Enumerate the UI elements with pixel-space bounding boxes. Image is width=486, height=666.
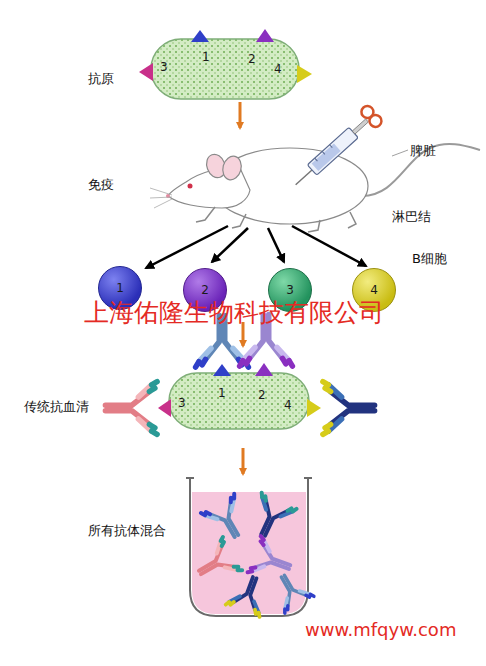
epitope-number: 4 (274, 62, 282, 76)
stage-label: 脾脏 (410, 142, 436, 160)
epitope-number: 1 (202, 50, 210, 64)
flow-arrow (239, 102, 242, 128)
antigen-capsule: 3 1 2 4 (168, 372, 310, 430)
watermark-text: www.mfqyw.com (305, 619, 456, 640)
epitope-number: 2 (248, 52, 256, 66)
stage-label: 免疫 (88, 176, 114, 194)
stage-label: 抗原 (88, 70, 114, 88)
syringe-symbol (288, 104, 384, 194)
immune-arrows (146, 226, 366, 268)
leader-line (392, 150, 408, 156)
epitope-number: 1 (218, 386, 226, 400)
test-tube (186, 478, 312, 616)
flow-arrow (242, 448, 245, 474)
antibody-symbols (190, 493, 314, 617)
epitope-number: 3 (178, 396, 186, 410)
epitope-number: 2 (258, 388, 266, 402)
stage-label: 淋巴结 (392, 208, 431, 226)
capsule-shape (169, 373, 309, 429)
stage-label: 所有抗体混合 (88, 522, 166, 540)
epitope-number: 3 (160, 60, 168, 74)
capsule-shape (151, 39, 299, 99)
epitope-number: 4 (284, 398, 292, 412)
stage-label: 传统抗血清 (24, 398, 89, 416)
antigen-capsule: 3 1 2 4 (150, 38, 300, 100)
watermark-text: 上海佑隆生物科技有限公司 (84, 296, 384, 329)
stage-label: B细胞 (412, 250, 447, 268)
antibody-symbols (105, 314, 374, 434)
